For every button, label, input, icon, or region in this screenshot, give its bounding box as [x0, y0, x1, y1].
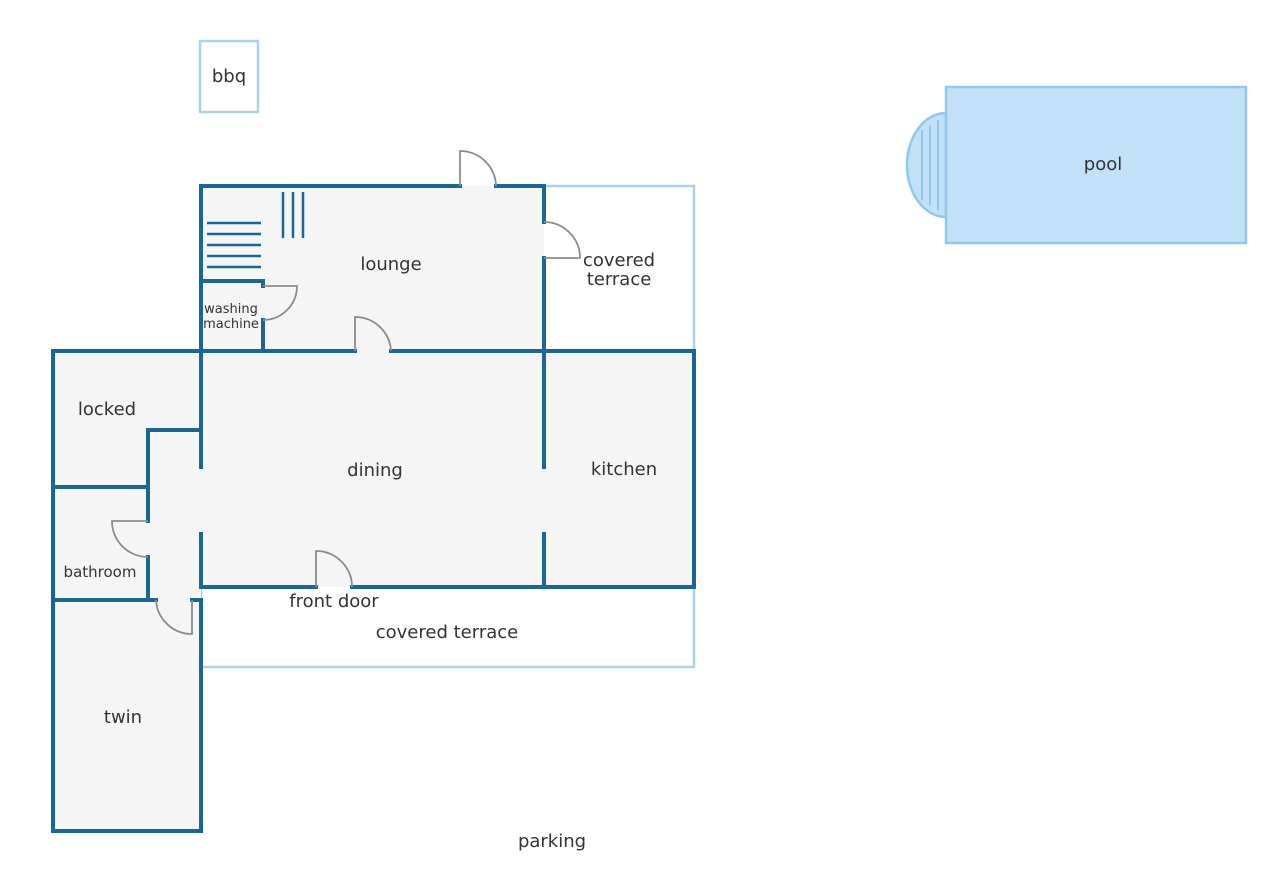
covered-terrace-top-label-1: covered	[583, 250, 655, 271]
dining-label: dining	[347, 460, 403, 481]
kitchen-room	[544, 351, 694, 587]
covered-terrace-top-label-2: terrace	[587, 269, 652, 290]
twin-label: twin	[104, 707, 142, 728]
locked-label: locked	[78, 399, 136, 420]
bathroom-label: bathroom	[64, 563, 137, 581]
dining-room	[201, 351, 544, 587]
covered-terrace-top-outline	[545, 184, 696, 350]
lounge-label: lounge	[360, 254, 421, 275]
doors	[111, 150, 581, 635]
twin-room	[53, 600, 201, 831]
walls	[51, 184, 696, 833]
bbq-outline	[198, 39, 260, 114]
washing-machine-label-2: machine	[203, 317, 259, 332]
kitchen-label: kitchen	[591, 459, 657, 480]
pool	[905, 85, 1248, 245]
lounge-room	[201, 186, 544, 351]
covered-terrace-bottom-label: covered terrace	[376, 622, 518, 643]
staircase	[207, 192, 305, 269]
bathroom-room	[53, 487, 148, 600]
hall-room	[148, 430, 201, 600]
washing-machine-label-1: washing	[204, 302, 258, 317]
bbq-label: bbq	[212, 66, 246, 87]
pool-label: pool	[1084, 154, 1122, 175]
parking-label: parking	[518, 831, 586, 852]
front-door-label: front door	[289, 591, 379, 612]
